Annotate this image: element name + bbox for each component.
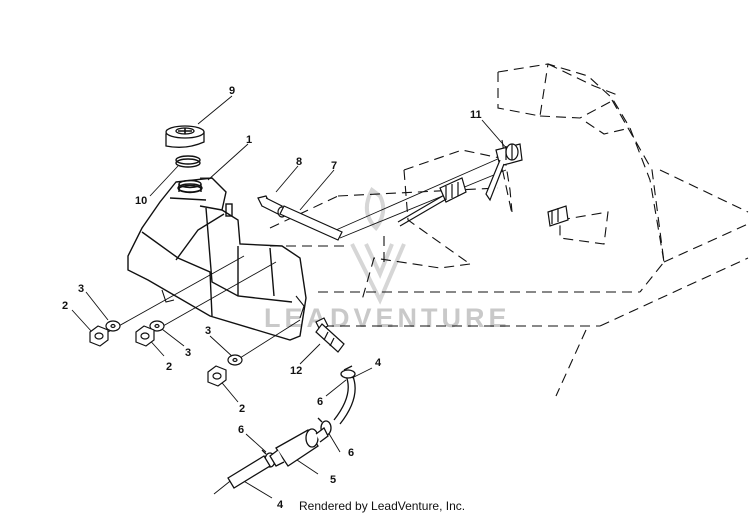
callout-2: 2 — [62, 300, 68, 312]
callout-2: 2 — [239, 403, 245, 415]
vehicle-body-outline — [269, 63, 749, 397]
callout-10: 10 — [135, 195, 147, 207]
hose-clamp — [340, 365, 356, 379]
filler-neck — [178, 179, 202, 194]
callout-4: 4 — [277, 499, 284, 511]
callout-2: 2 — [166, 361, 172, 373]
fuel-valve — [485, 143, 523, 202]
cap-gasket — [175, 155, 201, 168]
valve-fitting-mid — [439, 177, 467, 203]
hex-nut — [207, 365, 227, 387]
render-credit: Rendered by LeadVenture, Inc. — [299, 499, 465, 513]
callout-3: 3 — [78, 283, 84, 295]
fuel-filter — [269, 427, 329, 467]
callout-3: 3 — [205, 325, 211, 337]
callout-labels: 9 1 10 8 7 11 2 3 3 2 3 12 4 6 2 6 6 5 4 — [62, 85, 482, 511]
carb-fitting — [547, 205, 569, 227]
callout-3: 3 — [185, 347, 191, 359]
hex-nut — [135, 325, 155, 347]
callout-1: 1 — [246, 134, 252, 146]
callout-4: 4 — [375, 357, 382, 369]
watermark-logo-icon — [350, 187, 406, 305]
callout-6: 6 — [348, 447, 354, 459]
tank-bracket — [161, 289, 305, 319]
callout-8: 8 — [296, 156, 302, 168]
outlet-fitting — [315, 317, 345, 353]
vent-hose — [279, 205, 343, 241]
callout-11: 11 — [470, 109, 482, 121]
fuel-tank — [127, 177, 307, 341]
washer — [149, 320, 165, 332]
callout-6: 6 — [317, 396, 323, 408]
hex-nut — [89, 325, 109, 347]
callout-5: 5 — [330, 474, 336, 486]
callout-7: 7 — [331, 160, 337, 172]
fuel-cap — [165, 125, 205, 148]
callout-6: 6 — [238, 424, 244, 436]
leader-lines — [71, 95, 509, 499]
washer — [227, 354, 243, 366]
fuel-hose-upper — [333, 371, 356, 425]
fuel-hose-lower — [227, 455, 271, 489]
callout-9: 9 — [229, 85, 235, 97]
washer — [105, 320, 121, 332]
fuel-line — [397, 193, 449, 227]
callout-12: 12 — [290, 365, 302, 377]
